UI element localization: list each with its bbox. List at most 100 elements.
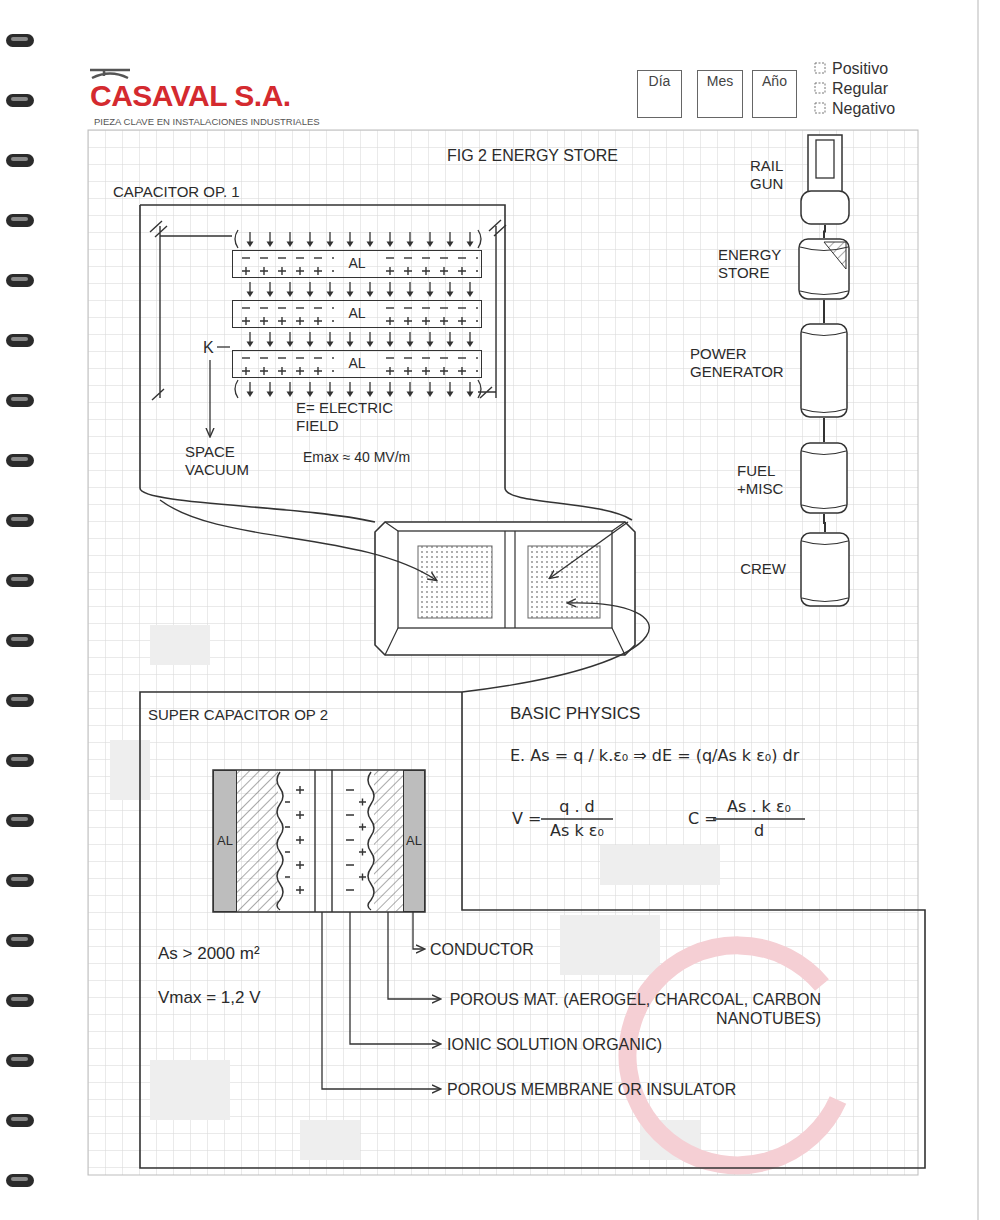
porous-material xyxy=(374,770,403,912)
callout-label: POROUS MAT. (AEROGEL, CHARCOAL, CARBON N… xyxy=(447,990,821,1028)
region-heading: CAPACITOR OP. 1 xyxy=(113,183,240,201)
module-connector xyxy=(824,514,825,532)
aluminium-plate: AL xyxy=(213,770,237,912)
dielectric-constant: K xyxy=(203,338,214,357)
ship-module: ENERGY STORE xyxy=(798,238,850,300)
region-heading: SUPER CAPACITOR OP 2 xyxy=(148,706,328,724)
leader-line xyxy=(413,912,424,949)
section-heading: BASIC PHYSICS xyxy=(510,704,640,724)
module-outline xyxy=(800,532,850,607)
callout-arrow xyxy=(550,522,628,578)
aluminium-plate: AL xyxy=(232,250,482,278)
housing-lines xyxy=(385,522,625,655)
capacitor-wiring xyxy=(150,220,506,400)
gun-mount xyxy=(801,191,849,224)
date-field-box: Mes xyxy=(697,70,743,118)
spiral-binding xyxy=(6,34,34,1187)
capacitor-callout-outline xyxy=(140,205,632,522)
formula: V = xyxy=(512,809,541,828)
aluminium-plate: AL xyxy=(232,300,482,328)
dimension: Vmax = 1,2 V xyxy=(158,988,261,1008)
aluminium-plate: AL xyxy=(403,770,425,912)
callout-label: CONDUCTOR xyxy=(430,940,534,959)
module-label: FUEL +MISC xyxy=(737,462,786,498)
formula: C = xyxy=(688,809,718,828)
plate-label: AL xyxy=(233,351,481,376)
module-connector xyxy=(823,418,825,442)
formula-numerator: As . k ε₀ xyxy=(713,797,805,816)
note: E= ELECTRIC FIELD xyxy=(296,399,396,435)
module-body xyxy=(801,533,849,606)
compartment-op2 xyxy=(528,546,600,618)
module-label: RAIL GUN xyxy=(750,157,786,193)
plate-label: AL xyxy=(404,771,424,910)
energy-store-housing xyxy=(375,522,635,655)
module-hatch xyxy=(824,242,846,269)
plate-label: AL xyxy=(214,771,236,910)
gun-barrel xyxy=(808,135,842,195)
plate-label: AL xyxy=(233,251,481,276)
k-leader xyxy=(217,346,230,347)
logo-icon xyxy=(90,70,130,78)
watermark-logo xyxy=(627,945,838,1165)
module-label: CREW xyxy=(740,560,786,578)
module-outline xyxy=(800,442,848,514)
field-caption: Año xyxy=(753,73,796,90)
module-body xyxy=(799,239,849,299)
porous-material xyxy=(237,770,278,912)
gun-rail-slot xyxy=(816,140,834,178)
supercapacitor-cell xyxy=(213,770,425,912)
ship-module: POWER GENERATOR xyxy=(800,323,848,418)
module-connector xyxy=(824,225,825,238)
formula: E. As = q / k.ε₀ ⇒ dE = (q/As k ε₀) dr xyxy=(510,746,799,765)
company-logo: CASAVAL S.A. xyxy=(90,78,291,114)
module-body xyxy=(801,443,847,513)
callout-label: IONIC SOLUTION ORGANIC) xyxy=(447,1035,662,1054)
figure-title: FIG 2 ENERGY STORE xyxy=(447,146,618,165)
electrode-surface xyxy=(277,772,374,910)
rating-option: Regular xyxy=(832,79,888,98)
module-outline xyxy=(798,238,850,300)
field-limit: Emax ≈ 40 MV/m xyxy=(303,449,410,466)
callout-arrow xyxy=(462,603,649,692)
date-field-box: Año xyxy=(752,70,797,118)
formula-denominator: d xyxy=(713,821,805,840)
ionic-charges xyxy=(285,786,366,894)
module-label: POWER GENERATOR xyxy=(690,345,786,381)
grid-paper xyxy=(88,130,918,1175)
date-field-box: Día xyxy=(637,70,682,118)
compartment-op1 xyxy=(418,546,492,618)
rating-option: Positivo xyxy=(832,59,888,78)
leader-line xyxy=(322,912,440,1089)
rail-gun-module: RAIL GUN xyxy=(800,135,850,225)
fraction-bar xyxy=(541,818,805,819)
ship-module: FUEL +MISC xyxy=(800,442,848,514)
company-slogan: PIEZA CLAVE EN INSTALACIONES INDUSTRIALE… xyxy=(94,116,320,127)
ship-module: CREW xyxy=(800,532,850,607)
callout-arrow xyxy=(160,500,436,580)
module-body xyxy=(801,324,847,417)
field-caption: Mes xyxy=(698,73,742,90)
module-rim xyxy=(802,332,846,413)
module-outline xyxy=(800,323,848,418)
module-rim xyxy=(802,451,846,509)
module-outline xyxy=(800,135,850,225)
page-edge xyxy=(977,0,979,1220)
formula-denominator: As k ε₀ xyxy=(541,821,613,840)
supercapacitor-outline xyxy=(140,692,925,1168)
aluminium-plate: AL xyxy=(232,350,482,378)
formula-numerator: q . d xyxy=(541,797,613,816)
module-label: ENERGY STORE xyxy=(718,246,784,282)
rating-option: Negativo xyxy=(832,99,895,118)
field-caption: Día xyxy=(638,73,681,90)
note: SPACE VACUUM xyxy=(185,443,251,479)
plate-label: AL xyxy=(233,301,481,326)
module-rim xyxy=(802,541,848,602)
callout-label: POROUS MEMBRANE OR INSULATOR xyxy=(447,1080,736,1099)
rating-checkboxes xyxy=(815,63,825,113)
module-connector xyxy=(823,300,825,323)
leader-line xyxy=(350,912,440,1044)
dimension: As > 2000 m² xyxy=(158,944,260,964)
membrane xyxy=(315,770,332,912)
